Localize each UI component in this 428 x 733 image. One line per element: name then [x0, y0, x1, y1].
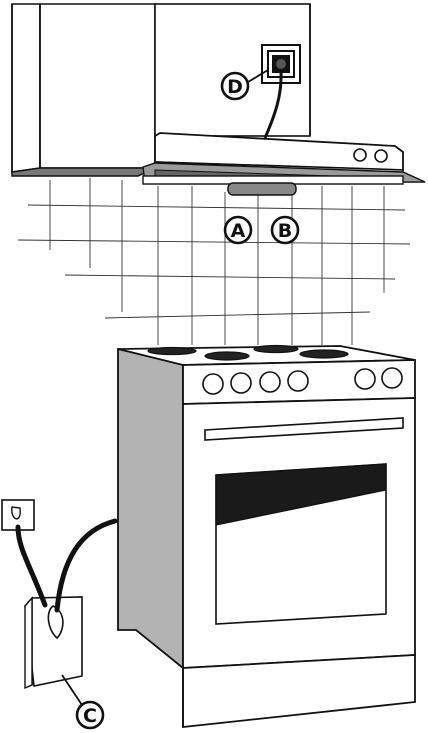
cooker-hood [142, 132, 426, 185]
callout-d-label: D [227, 76, 243, 98]
callout-a: A [223, 215, 253, 245]
electric-oven [117, 344, 416, 729]
callout-b-label: B [278, 220, 292, 242]
junction-box-c [24, 596, 83, 690]
oven-control-knobs [202, 367, 403, 395]
callout-c-label: C [83, 705, 97, 727]
power-cables [15, 518, 118, 613]
wall-socket-d [261, 44, 301, 139]
callout-c: C [61, 674, 105, 730]
hood-light-grille [227, 182, 297, 196]
callout-b: B [270, 215, 300, 245]
wall-cabinet-left [11, 3, 156, 177]
callout-a-label: A [231, 220, 246, 242]
hood-control-knobs [353, 148, 388, 163]
wall-tile-grid [17, 178, 411, 345]
hob-burners [147, 344, 349, 361]
callout-d: D [220, 69, 269, 101]
